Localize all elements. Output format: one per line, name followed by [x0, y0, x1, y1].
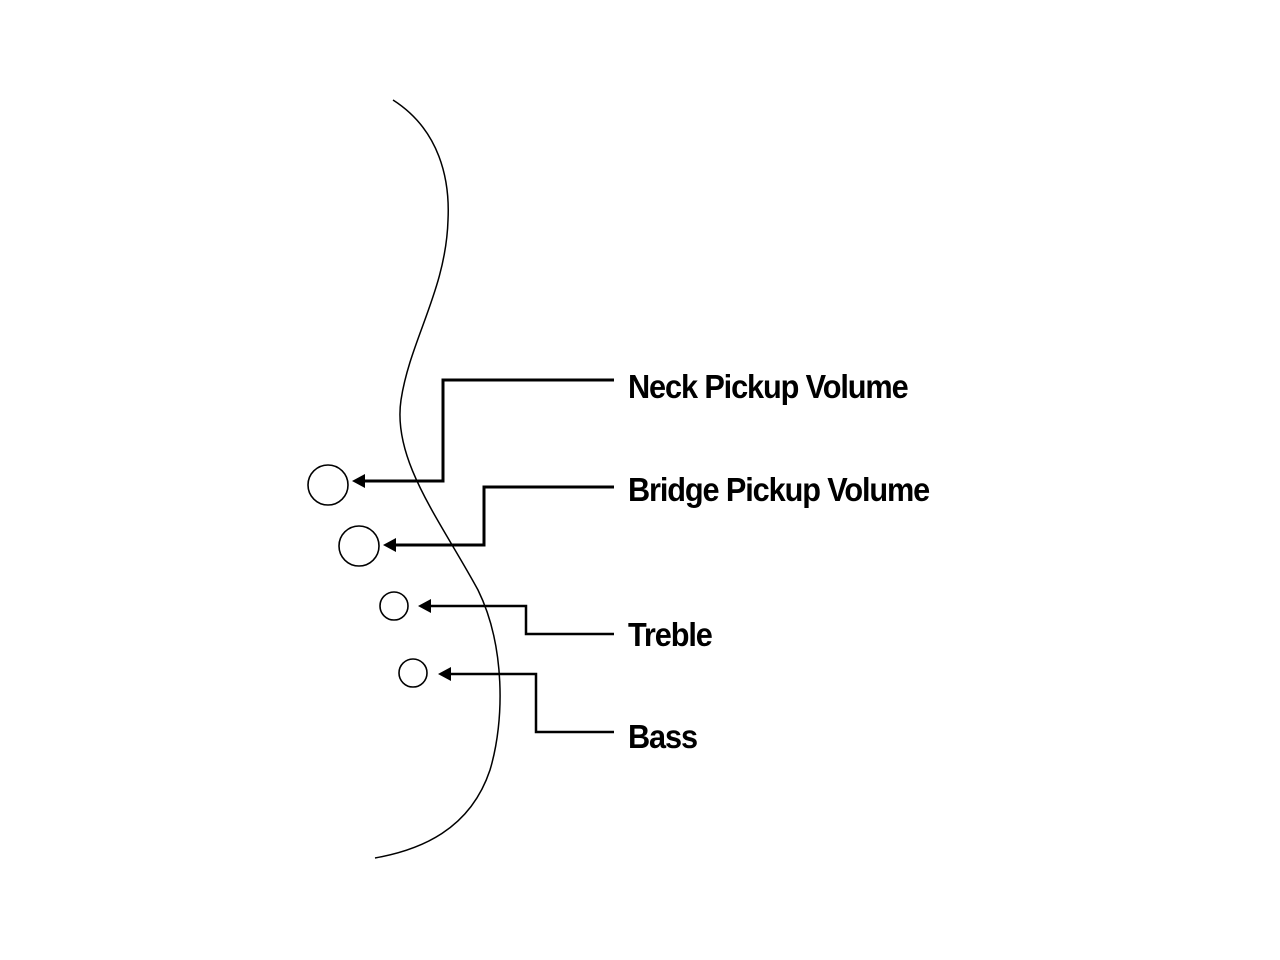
bridge-pickup-volume-label: Bridge Pickup Volume — [628, 471, 930, 508]
bridge-arrowhead — [383, 538, 396, 552]
neck-volume-knob — [307, 464, 349, 506]
bass-label: Bass — [628, 718, 698, 755]
body-outline-curve — [374, 99, 501, 859]
treble-knob — [379, 591, 409, 621]
treble-leader-line — [430, 604, 614, 636]
bridge-volume-knob — [338, 525, 380, 567]
neck-leader-line — [364, 378, 614, 483]
bridge-leader-line — [395, 485, 614, 547]
bass-arrowhead — [438, 667, 451, 681]
bass-knob — [398, 658, 428, 688]
bass-leader-line — [450, 672, 614, 734]
treble-label: Treble — [628, 616, 713, 653]
neck-pickup-volume-label: Neck Pickup Volume — [628, 368, 909, 405]
treble-arrowhead — [418, 599, 431, 613]
neck-arrowhead — [352, 474, 365, 488]
